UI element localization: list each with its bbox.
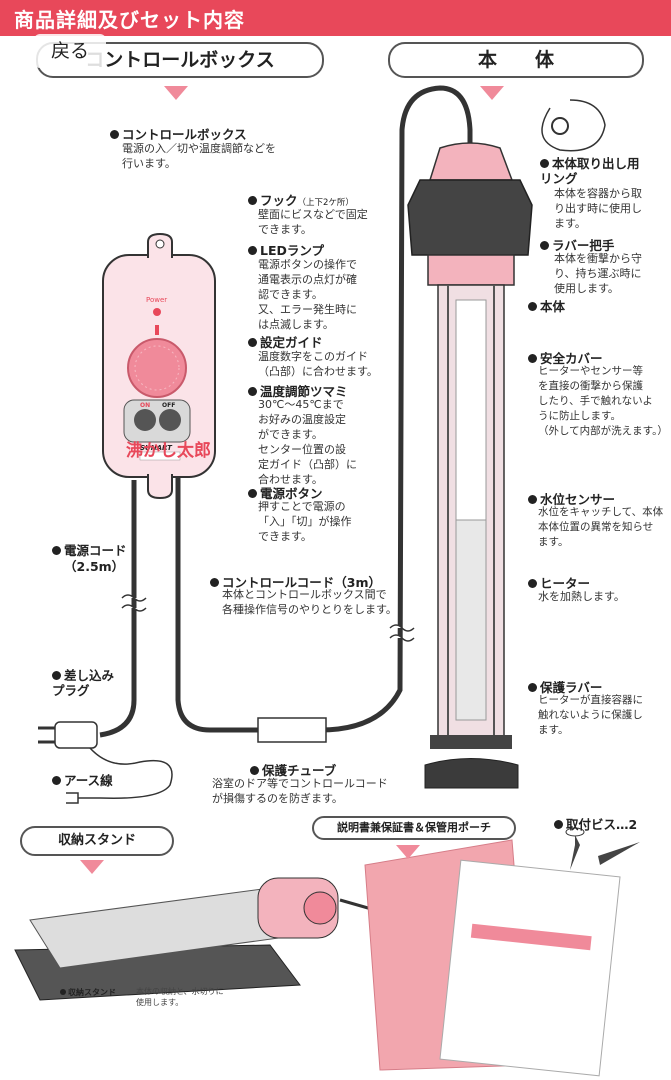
- screws-label: 取付ビス…2: [554, 814, 637, 833]
- heater-desc: 水を加熱します。: [538, 590, 625, 603]
- back-button[interactable]: 戻る: [34, 34, 106, 68]
- safety-cover-callout: 安全カバー: [528, 348, 603, 367]
- temp-knob-illustration: [127, 338, 187, 398]
- power-cord-callout: 電源コード: [52, 540, 127, 559]
- hook-callout: フック（上下2ケ所）: [248, 190, 354, 209]
- guide-desc: 温度数字をこのガイド （凸部）に合わせます。: [258, 350, 378, 378]
- control-cord-desc: 本体とコントロールボックス間で 各種操作信号のやりとりをします。: [222, 588, 397, 616]
- stand-desc: 本体の収納と、水切りに 使用します。: [136, 987, 224, 1007]
- on-label: ON: [140, 402, 151, 409]
- maker-label: SUNART: [140, 444, 172, 452]
- body-callout: 本体: [528, 296, 565, 315]
- tube-callout: 保護チューブ: [250, 760, 336, 779]
- power-button-desc: 押すことで電源の 「入」「切」が操作 できます。: [258, 500, 352, 543]
- rubber-desc: ヒーターが直接容器に 触れないように保護し ます。: [538, 694, 643, 736]
- power-led-label: Power: [146, 296, 168, 304]
- arrow-down-icon: [480, 86, 504, 100]
- ring-desc: 本体を容器から取 り出す時に使用し ます。: [554, 187, 642, 230]
- power-cord-length: （2.5m）: [64, 559, 125, 574]
- stand-section-title: 収納スタンド: [20, 826, 174, 856]
- led-callout: LEDランプ: [248, 240, 324, 259]
- earth-callout: アース線: [52, 770, 113, 789]
- rubber-callout: 保護ラバー: [528, 677, 602, 696]
- rubber-grip-desc: 本体を衝撃から守 り、持ち運ぶ時に 使用します。: [554, 252, 642, 295]
- heater-callout: ヒーター: [528, 573, 590, 592]
- control-cord-line: [175, 85, 473, 733]
- sensor-desc: 水位をキャッチして、本体 本体位置の異常を知らせ ます。: [538, 506, 664, 548]
- main-body-section-title: 本 体: [388, 42, 644, 78]
- protection-rubber-illustration: [424, 758, 519, 789]
- off-label: OFF: [162, 402, 176, 409]
- guide-callout: 設定ガイド: [248, 332, 323, 351]
- rubber-grip-callout: ラバー把手: [540, 235, 614, 254]
- rubber-grip-illustration: [407, 179, 533, 256]
- arrow-down-icon: [396, 845, 420, 859]
- control-box-desc: 電源の入／切や温度調節などを 行います。: [122, 142, 276, 170]
- control-cord-callout: コントロールコード（3m）: [210, 572, 381, 591]
- led-desc: 電源ボタンの操作で 通電表示の点灯が確 認できます。 又、エラー発生時に は点滅…: [258, 258, 357, 331]
- header-banner: [0, 0, 671, 36]
- page-title: 商品詳細及びセット内容: [14, 8, 245, 32]
- control-box-callout: コントロールボックス: [110, 124, 247, 143]
- power-button-callout: 電源ボタン: [248, 483, 323, 502]
- temp-knob-desc: 30℃～45℃まで お好みの温度設定 ができます。 センター位置の設 定ガイド（…: [258, 398, 357, 486]
- arrow-down-icon: [80, 860, 104, 874]
- arrow-down-icon: [164, 86, 188, 100]
- ring-callout: 本体取り出し用 リング: [540, 156, 640, 186]
- safety-cover-desc: ヒーターやセンサー等 を直接の衝撃から保護 したり、手で触れないよ うに防止しま…: [538, 365, 668, 437]
- tube-desc: 浴室のドア等でコントロールコード が損傷するのを防ぎます。: [212, 777, 388, 805]
- hook-desc: 壁面にビスなどで固定 できます。: [258, 208, 368, 236]
- plug-callout: 差し込み プラグ: [52, 668, 115, 698]
- manual-section-title: 説明書兼保証書＆保管用ポーチ: [312, 816, 516, 840]
- sensor-callout: 水位センサー: [528, 489, 615, 508]
- stand-callout: 収納スタンド: [60, 987, 116, 998]
- power-cord-line: [99, 480, 137, 738]
- protection-tube: [257, 717, 327, 743]
- plug: [54, 721, 98, 749]
- manual-booklet: [439, 859, 621, 1077]
- temp-knob-callout: 温度調節ツマミ: [248, 381, 348, 400]
- brand-logo: 沸かし太郎: [126, 441, 211, 461]
